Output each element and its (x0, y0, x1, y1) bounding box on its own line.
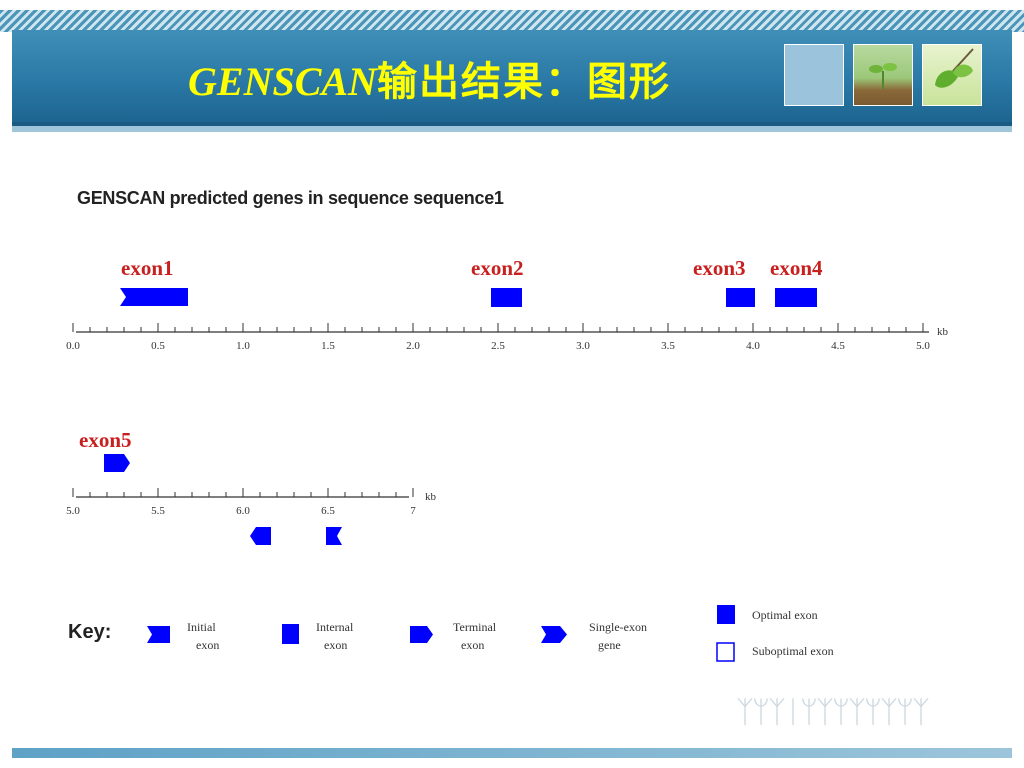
axis-2: 5.0 5.5 6.0 6.5 7 kb (66, 488, 437, 517)
axis1-unit: kb (937, 326, 949, 338)
key-initial-icon (147, 626, 170, 643)
tick-label: 7 (410, 505, 416, 517)
exon4-internal (775, 288, 817, 307)
figure-heading: GENSCAN predicted genes in sequence sequ… (77, 188, 504, 208)
key-internal-line2: exon (324, 638, 347, 652)
key-title: Key: (68, 621, 111, 643)
exon1-initial (120, 288, 188, 306)
exon2-label: exon2 (471, 256, 524, 280)
tick-label: 5.5 (151, 505, 165, 517)
key-terminal-line1: Terminal (453, 620, 497, 634)
axis-1: 0.0 0.5 1.0 1.5 2.0 2.5 3.0 3.5 4.0 4.5 5.0 kb (66, 323, 949, 352)
tick-label: 3.5 (661, 340, 675, 352)
sprout-thumbnail (853, 44, 913, 106)
key-suboptimal-label: Suboptimal exon (752, 644, 834, 658)
tick-label: 4.0 (746, 340, 760, 352)
key-single-line1: Single-exon (589, 620, 647, 634)
axis2-unit: kb (425, 491, 437, 503)
exon3-internal (726, 288, 755, 307)
key-optimal-label: Optimal exon (752, 608, 818, 622)
tick-label: 1.5 (321, 340, 335, 352)
slide-title: GENSCAN输出结果：图形 (188, 56, 671, 108)
tick-label: 0.5 (151, 340, 165, 352)
tick-label: 6.5 (321, 505, 335, 517)
exon2-internal (491, 288, 522, 307)
key-single-line2: gene (598, 638, 621, 652)
footer-plant-decoration: ᛉᛘᛉᛁᛘᛉᛘᛉᛘᛉᛘᛉ (736, 695, 930, 730)
reverse-terminal-exon (250, 527, 271, 545)
tick-label: 6.0 (236, 505, 250, 517)
key-optimal-icon (717, 605, 735, 624)
title-cjk: 输出结果：图形 (376, 59, 671, 105)
header-stripe (0, 10, 1024, 32)
key-suboptimal-icon (716, 642, 735, 662)
exon1-label: exon1 (121, 256, 174, 280)
header-band (12, 30, 1012, 132)
key-terminal-line2: exon (461, 638, 484, 652)
tick-label: 5.0 (916, 340, 930, 352)
tick-label: 2.5 (491, 340, 505, 352)
footer-line (12, 748, 1012, 758)
title-latin: GENSCAN (188, 59, 377, 104)
blank-thumbnail (784, 44, 844, 106)
tick-label: 2.0 (406, 340, 420, 352)
tick-label: 0.0 (66, 340, 80, 352)
key-initial-line1: Initial (187, 620, 216, 634)
tick-label: 1.0 (236, 340, 250, 352)
reverse-initial-exon (326, 527, 342, 545)
exon5-label: exon5 (79, 428, 132, 452)
key-internal-line1: Internal (316, 620, 354, 634)
key-initial-line2: exon (196, 638, 219, 652)
key-internal-icon (282, 624, 299, 644)
leaf-icon (935, 48, 974, 88)
exon4-label: exon4 (770, 256, 823, 280)
key-terminal-icon (410, 626, 433, 643)
exon5-terminal (104, 454, 130, 472)
tick-label: 3.0 (576, 340, 590, 352)
exon3-label: exon3 (693, 256, 746, 280)
sprout-icon (869, 63, 897, 89)
leaf-thumbnail (922, 44, 982, 106)
key: Key: Initial exon Internal exon Terminal… (68, 605, 834, 662)
tick-label: 5.0 (66, 505, 80, 517)
key-single-exon-icon (541, 626, 567, 643)
tick-label: 4.5 (831, 340, 845, 352)
